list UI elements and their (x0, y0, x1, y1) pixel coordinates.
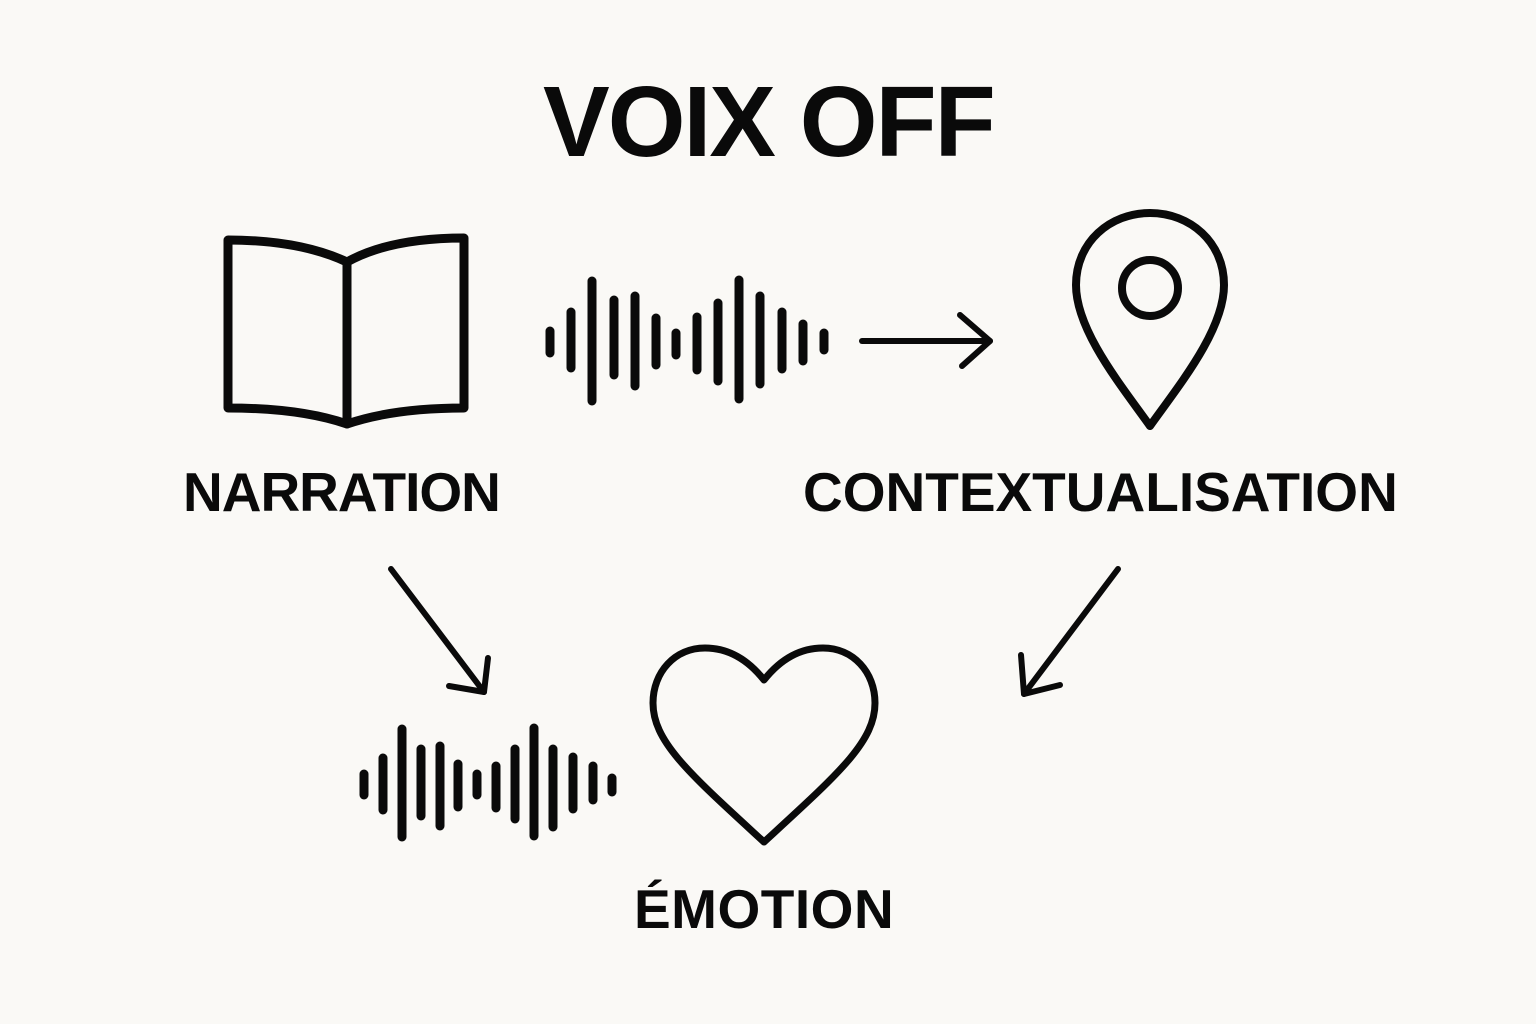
node-label-narration: NARRATION (183, 461, 501, 523)
node-label-contextualisation: CONTEXTUALISATION (803, 461, 1398, 523)
open-book-icon (223, 233, 469, 429)
node-label-emotion: ÉMOTION (634, 878, 895, 940)
heart-icon (649, 644, 879, 846)
arrow-right-icon (859, 312, 993, 369)
sound-wave-icon (359, 723, 617, 842)
arrow-down-right-icon (388, 566, 491, 695)
map-pin-icon (1072, 209, 1228, 430)
diagram-title: VOIX OFF (543, 66, 996, 178)
sound-wave-icon (545, 275, 829, 406)
arrow-down-left-icon (1018, 566, 1121, 697)
